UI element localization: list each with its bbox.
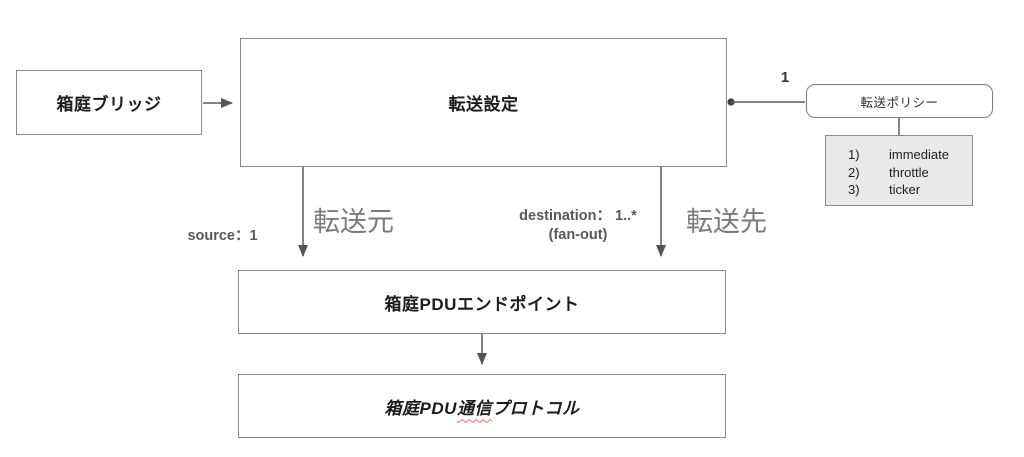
node-pdu-protocol-label-post: プロトコル bbox=[491, 398, 580, 418]
node-hakoniwa-bridge: 箱庭ブリッジ bbox=[16, 70, 202, 135]
policy-list-item-label: immediate bbox=[889, 147, 949, 162]
node-pdu-endpoint: 箱庭PDUエンドポイント bbox=[238, 270, 726, 334]
association-dot bbox=[727, 98, 735, 106]
policy-list-item-number: 3) bbox=[848, 182, 860, 197]
node-pdu-protocol-label-pre: 箱庭PDU bbox=[384, 398, 457, 418]
node-transfer-config-label: 転送設定 bbox=[448, 95, 519, 114]
node-pdu-protocol-label-spellcheck: 通信 bbox=[456, 398, 492, 418]
destination-multiplicity-text: destination： 1..* bbox=[519, 208, 637, 224]
node-pdu-endpoint-label: 箱庭PDUエンドポイント bbox=[384, 294, 580, 314]
source-role-label: 転送元 bbox=[313, 207, 394, 237]
policy-list-item-label: ticker bbox=[889, 182, 921, 197]
node-pdu-protocol: 箱庭PDU通信プロトコル bbox=[238, 374, 726, 438]
node-hakoniwa-bridge-label: 箱庭ブリッジ bbox=[56, 95, 162, 114]
destination-multiplicity-label: destination： 1..* (fan-out) bbox=[497, 207, 659, 245]
node-pdu-protocol-label: 箱庭PDU通信プロトコル bbox=[385, 394, 580, 419]
destination-role-label: 転送先 bbox=[686, 207, 767, 237]
policy-list-item-number: 1) bbox=[848, 147, 860, 162]
policy-list-item-number: 2) bbox=[848, 164, 860, 180]
policy-list-item-label: throttle bbox=[889, 164, 929, 180]
policy-list-item: 3) ticker bbox=[848, 181, 972, 199]
destination-fanout-note: (fan-out) bbox=[548, 227, 608, 243]
node-transfer-policy: 転送ポリシー bbox=[806, 84, 993, 118]
policy-multiplicity-label: 1 bbox=[780, 69, 790, 86]
node-transfer-config: 転送設定 bbox=[240, 38, 727, 167]
policy-list-item: 1) immediate bbox=[848, 146, 972, 164]
source-multiplicity-label: source：1 bbox=[187, 228, 258, 244]
node-policy-list: 1) immediate 2) throttle 3) ticker bbox=[825, 135, 973, 206]
policy-list-item: 2) throttle bbox=[848, 164, 972, 182]
node-transfer-policy-label: 転送ポリシー bbox=[860, 95, 939, 110]
